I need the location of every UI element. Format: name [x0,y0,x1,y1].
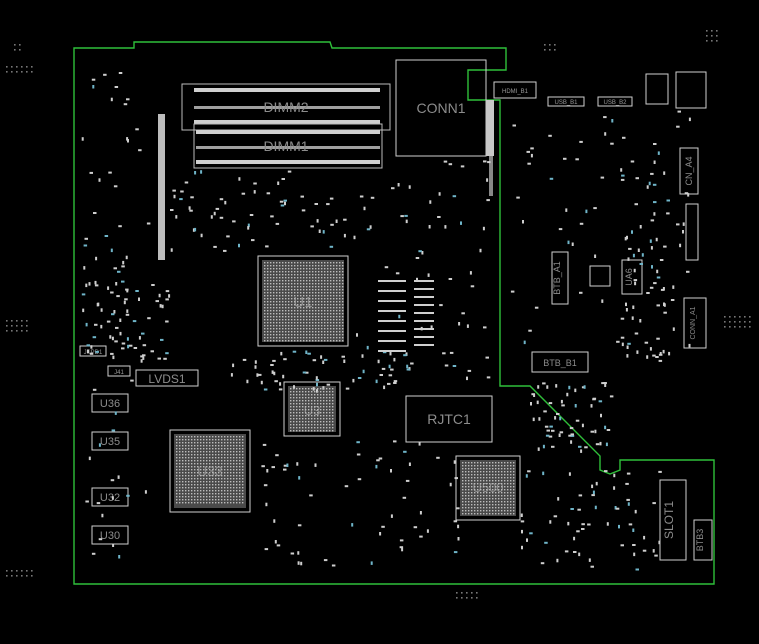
cn-a4-connector[interactable]: CN_A4 [679,147,699,195]
btb-b1-connector[interactable]: BTB_B1 [531,351,589,373]
u32-chip[interactable]: U32 [91,487,129,507]
conn1-label: CONN1 [416,100,465,116]
btb3-label: BTB3 [695,529,705,552]
component-box[interactable] [675,71,707,109]
u33-label: U33 [197,463,223,479]
dimm1-label: DIMM1 [263,138,308,154]
u30-label: U30 [100,530,120,542]
btb-b1-label: BTB_B1 [543,358,577,368]
dimm2-label: DIMM2 [263,99,308,115]
rjtc1-connector[interactable]: RJTC1 [405,395,493,443]
rjtc1-label: RJTC1 [427,411,471,427]
conn-a1-label: CONN_A1 [690,306,697,339]
u3-label: U3 [304,403,321,418]
conn-a1-connector[interactable]: CONN_A1 [683,297,707,349]
j41-connector[interactable]: J41 [107,365,131,377]
component-box[interactable] [589,265,611,287]
usb-b2-connector[interactable]: USB_B2 [597,96,633,107]
btb3-connector[interactable]: BTB3 [693,519,713,561]
slot1-label: SLOT1 [662,501,676,539]
bga-grids [176,262,515,515]
usb-b2-label: USB_B2 [603,100,627,106]
connector-strip[interactable] [685,203,699,261]
cn-a4-label: CN_A4 [684,156,694,185]
j41-label: J41 [114,370,124,376]
ua6-chip[interactable]: UA6 [621,259,643,295]
usb-b1-connector[interactable]: USB_B1 [547,96,585,107]
jspd1-label: JSPD1 [84,350,103,356]
u35-chip[interactable]: U35 [91,431,129,451]
dimm1-slot[interactable]: DIMM1 [193,123,383,169]
u30-chip[interactable]: U30 [91,525,129,545]
u35-label: U35 [100,436,120,448]
u32-label: U32 [100,492,120,504]
vertical-connector[interactable] [158,114,165,260]
ua6-label: UA6 [624,268,634,286]
u1-label: U1 [293,294,312,311]
usb-b1-label: USB_B1 [554,100,578,106]
jspd1-connector[interactable]: JSPD1 [79,345,107,357]
slot1-connector[interactable]: SLOT1 [659,479,687,561]
btb-a1-connector[interactable]: BTB_A1 [551,251,569,305]
u36-label: U36 [100,398,120,410]
lvds1-connector[interactable]: LVDS1 [135,369,199,387]
component-box[interactable] [645,73,669,105]
board-outline [73,41,715,585]
conn1-connector[interactable]: CONN1 [395,59,494,196]
smd-pads [6,30,751,599]
dimm2-slot[interactable]: DIMM2 [181,83,391,131]
u36-chip[interactable]: U36 [91,393,129,413]
hdmi-b1-label: HDMI_B1 [502,89,529,95]
btb-a1-label: BTB_A1 [552,261,562,295]
lvds1-label: LVDS1 [148,372,185,386]
hdmi-b1-connector[interactable]: HDMI_B1 [493,81,537,99]
